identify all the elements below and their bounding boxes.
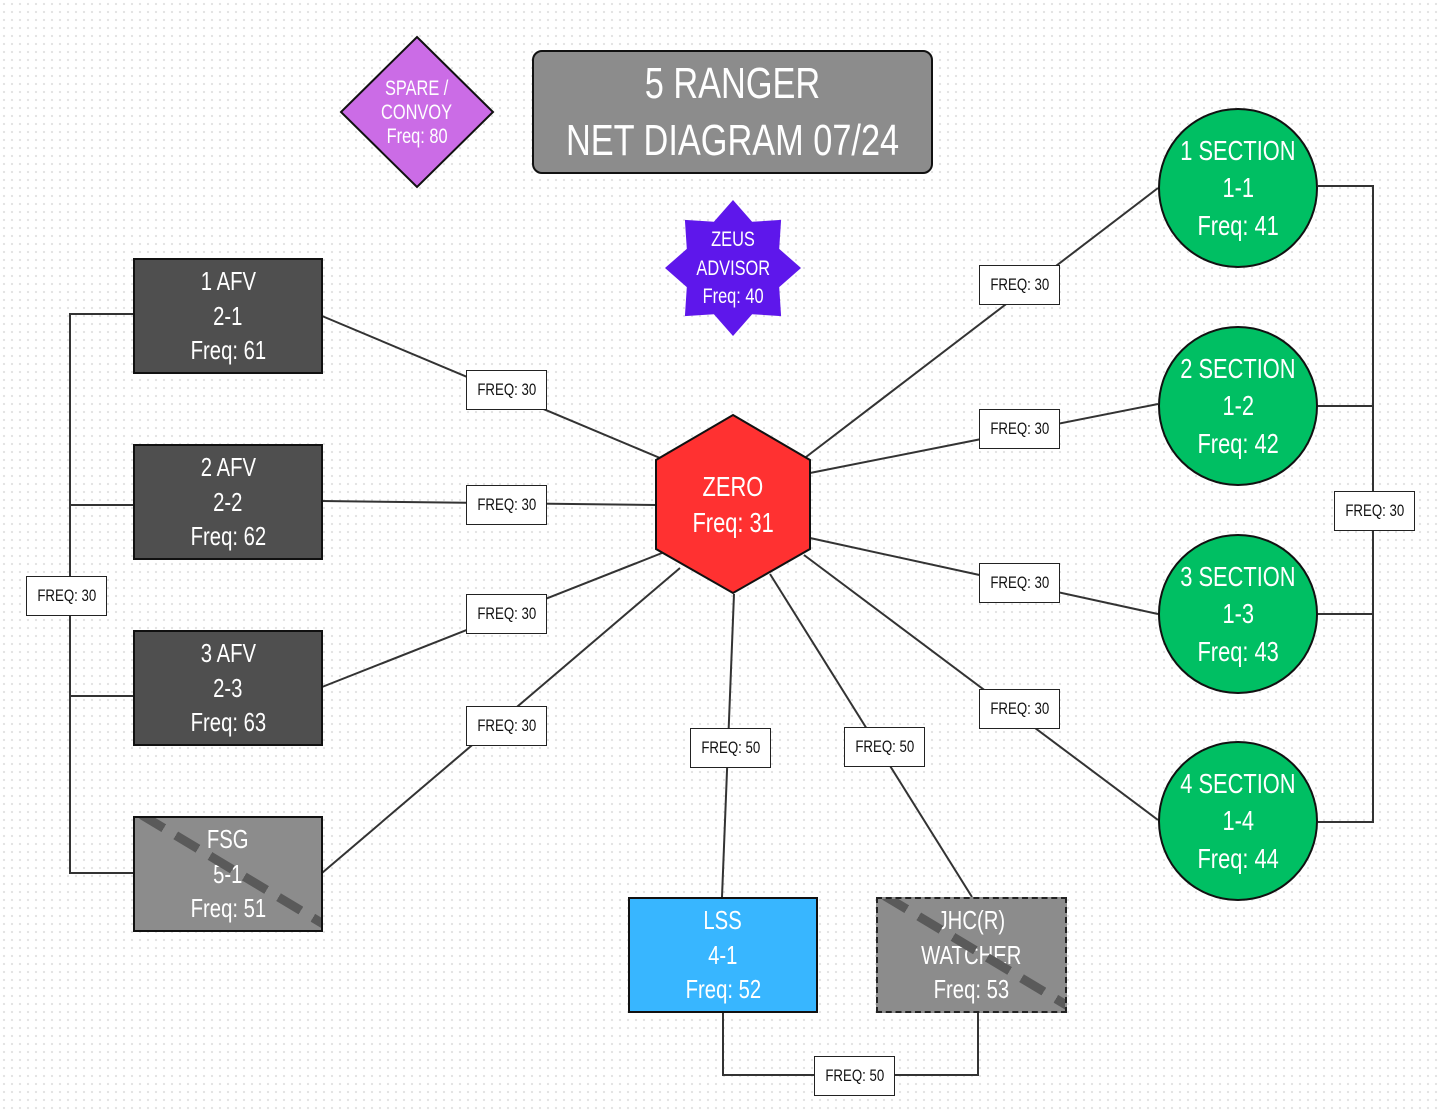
section-callsign: 1-1 (1222, 172, 1254, 204)
fsg-node[interactable]: FSG 5-1 Freq: 51 (133, 816, 323, 932)
fsg-freq: Freq: 51 (190, 893, 266, 924)
fsg-name: FSG (207, 823, 249, 854)
jhc-callsign: WATCHER (921, 939, 1022, 970)
link-label-text: FREQ: 30 (477, 495, 536, 514)
section-callsign: 1-3 (1222, 598, 1254, 630)
jhc-node[interactable]: JHC(R) WATCHER Freq: 53 (876, 897, 1067, 1013)
link-label-text: FREQ: 30 (990, 275, 1049, 294)
section-freq: Freq: 41 (1197, 209, 1279, 241)
link-zero-sec1 (805, 187, 1159, 458)
afv-freq: Freq: 62 (190, 521, 266, 552)
afv-callsign: 2-3 (213, 672, 243, 703)
afv-freq: Freq: 63 (190, 707, 266, 738)
link-label-sec1: FREQ: 30 (979, 265, 1060, 305)
link-label-text: FREQ: 30 (477, 380, 536, 399)
link-label-sec3: FREQ: 30 (979, 563, 1060, 603)
zero-hexagon[interactable] (655, 413, 811, 595)
section-name: 4 SECTION (1180, 767, 1296, 799)
jhc-name: JHC(R) (937, 904, 1006, 935)
link-label-text: FREQ: 50 (855, 737, 914, 756)
link-label-lss: FREQ: 50 (690, 728, 771, 768)
afv-freq: Freq: 61 (190, 335, 266, 366)
section-node[interactable]: 1 SECTION 1-1 Freq: 41 (1158, 108, 1318, 268)
jhc-freq: Freq: 53 (933, 974, 1010, 1005)
spare-convoy-diamond[interactable] (339, 35, 495, 189)
link-label-sec2: FREQ: 30 (979, 409, 1060, 449)
link-label-text: FREQ: 30 (990, 573, 1049, 592)
link-label-afv2: FREQ: 30 (466, 485, 547, 525)
link-label-text: FREQ: 30 (990, 699, 1049, 718)
section-node[interactable]: 3 SECTION 1-3 Freq: 43 (1158, 534, 1318, 694)
link-label-sec4: FREQ: 30 (979, 689, 1060, 729)
title-line-1: 5 RANGER (644, 58, 821, 108)
section-freq: Freq: 44 (1197, 842, 1279, 874)
afv-name: 3 AFV (200, 637, 256, 668)
link-label-text: FREQ: 30 (990, 419, 1049, 438)
link-label-right-bus: FREQ: 30 (1334, 491, 1415, 531)
afv-name: 1 AFV (200, 265, 256, 296)
section-name: 3 SECTION (1180, 560, 1296, 592)
link-label-afv3: FREQ: 30 (466, 594, 547, 634)
section-callsign: 1-2 (1222, 390, 1254, 422)
link-label-afv1: FREQ: 30 (466, 370, 547, 410)
section-callsign: 1-4 (1222, 805, 1254, 837)
link-zero-sec4 (803, 554, 1159, 821)
link-label-text: FREQ: 30 (1345, 501, 1404, 520)
link-label-text: FREQ: 30 (477, 604, 536, 623)
section-freq: Freq: 42 (1197, 427, 1279, 459)
link-label-text: FREQ: 30 (37, 586, 96, 605)
link-label-text: FREQ: 50 (701, 738, 760, 757)
fsg-callsign: 5-1 (213, 858, 243, 889)
lss-node[interactable]: LSS 4-1 Freq: 52 (628, 897, 818, 1013)
afv-node[interactable]: 2 AFV 2-2 Freq: 62 (133, 444, 323, 560)
afv-callsign: 2-2 (213, 486, 243, 517)
section-name: 2 SECTION (1180, 352, 1296, 384)
afv-node[interactable]: 1 AFV 2-1 Freq: 61 (133, 258, 323, 374)
afv-node[interactable]: 3 AFV 2-3 Freq: 63 (133, 630, 323, 746)
afv-name: 2 AFV (200, 451, 256, 482)
link-label-text: FREQ: 50 (825, 1066, 884, 1085)
title-line-2: NET DIAGRAM 07/24 (565, 116, 900, 165)
lss-callsign: 4-1 (708, 939, 738, 970)
link-label-left-bus: FREQ: 30 (26, 576, 107, 616)
link-label-text: FREQ: 30 (477, 716, 536, 735)
diagram-title: 5 RANGER NET DIAGRAM 07/24 (532, 50, 933, 174)
afv-callsign: 2-1 (213, 300, 243, 331)
lss-name: LSS (703, 904, 743, 935)
section-freq: Freq: 43 (1197, 635, 1279, 667)
section-node[interactable]: 4 SECTION 1-4 Freq: 44 (1158, 741, 1318, 901)
lss-freq: Freq: 52 (685, 974, 761, 1005)
section-name: 1 SECTION (1180, 134, 1296, 166)
section-node[interactable]: 2 SECTION 1-2 Freq: 42 (1158, 326, 1318, 486)
zeus-advisor-star[interactable] (665, 200, 801, 336)
link-label-fsg: FREQ: 30 (466, 706, 547, 746)
link-label-bottom-bus: FREQ: 50 (814, 1056, 895, 1096)
link-label-jhc: FREQ: 50 (844, 727, 925, 767)
